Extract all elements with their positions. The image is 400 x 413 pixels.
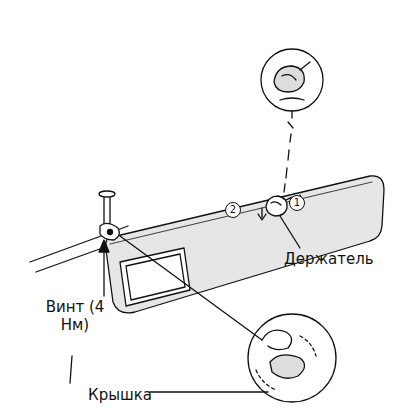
leader-line: [150, 391, 268, 392]
pull-arrow: [261, 208, 262, 218]
leader-dash: [284, 122, 293, 192]
arrow-head: [99, 240, 109, 252]
leader-line: [291, 111, 292, 118]
part-label: Держатель: [284, 250, 374, 268]
detail-circle: [261, 49, 323, 111]
pillar-line: [30, 232, 112, 262]
callout-number: 2: [230, 205, 236, 215]
leader-line: [120, 236, 262, 340]
screw-head: [108, 230, 113, 235]
bracket-base: [99, 191, 115, 197]
screw-bracket: [100, 223, 119, 240]
cover-outline: [256, 336, 316, 390]
visor-edge: [110, 182, 372, 244]
part-label: Винт (4 Нм): [40, 298, 110, 334]
leader-line: [103, 248, 104, 296]
leader-line: [70, 356, 72, 383]
part-label: Крышка: [88, 386, 152, 404]
detail-arrow: [300, 62, 310, 70]
cover-detail: [270, 355, 305, 378]
detail-circle: [248, 314, 336, 402]
mirror-frame: [120, 248, 190, 306]
holder-detail-lines: [280, 75, 304, 100]
holder-detail: [271, 202, 281, 205]
callout-circle: 2: [225, 202, 241, 218]
pillar-line: [36, 246, 108, 272]
cover-detail: [262, 330, 292, 349]
arrow-head: [258, 214, 266, 220]
visor-panel: [106, 176, 384, 313]
leader-line: [280, 216, 300, 248]
callout-circle: 1: [289, 195, 305, 211]
callout-number: 1: [294, 198, 300, 208]
holder: [266, 196, 287, 216]
